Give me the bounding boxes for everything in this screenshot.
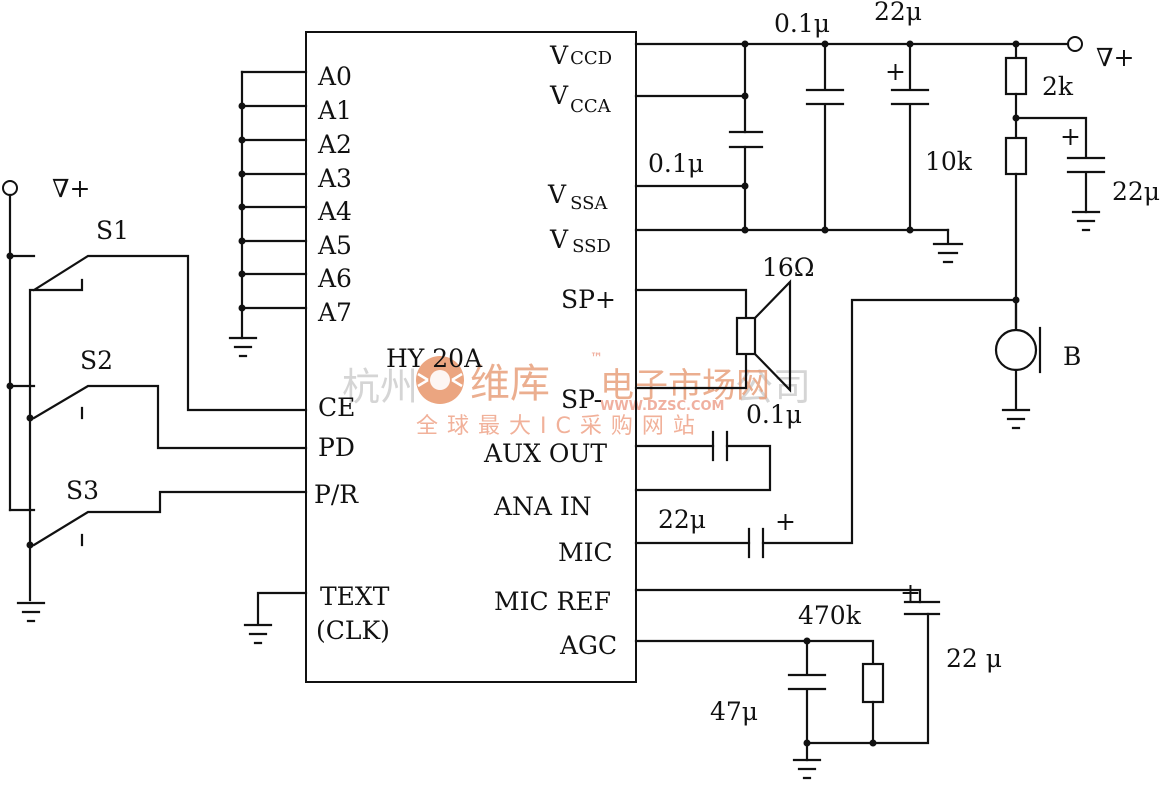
pin-pd: PD	[318, 433, 355, 462]
res-2k-label: 2k	[1042, 72, 1074, 101]
cap-top-0.1u-label: 0.1μ	[774, 9, 830, 38]
switch-group: ∇+ S1 S2 S3	[2, 174, 308, 623]
speaker-group: 16Ω	[634, 253, 815, 393]
cap-right-22u-plus: +	[1060, 122, 1081, 151]
watermark-url: WWW.DZSC.COM	[600, 399, 724, 414]
cap-ref-22u-plus: +	[900, 578, 921, 607]
pin-ana-in: ANA IN	[493, 492, 592, 521]
ground-icon	[932, 228, 964, 264]
power-network: ∇+ 0.1μ 0.1μ + 22μ 2k 10k	[634, 0, 1160, 332]
cap-mid-0.1u-label: 0.1μ	[648, 149, 704, 178]
watermark-cn-name: 电子市场网	[600, 366, 770, 406]
resistor-10k-icon	[1004, 136, 1028, 176]
pin-clk: (CLK)	[316, 616, 390, 645]
pin-pr: P/R	[314, 480, 359, 509]
ic-body	[305, 31, 637, 683]
capacitor-right-22u-icon	[1014, 116, 1106, 214]
cap-agc-47u-label: 47μ	[710, 697, 758, 726]
capacitor-top-22u-icon	[890, 42, 930, 230]
pin-mic-ref: MIC REF	[494, 587, 611, 616]
ground-icon	[1001, 368, 1031, 430]
mic-network: + 22μ B	[634, 296, 1081, 559]
switch-s3-icon	[8, 490, 308, 547]
speaker-16ohm-label: 16Ω	[762, 253, 815, 282]
resistor-2k-icon	[1004, 56, 1028, 96]
resistor-470k-icon	[861, 662, 885, 704]
pin-a5: A5	[317, 231, 352, 260]
vplus-left-label: ∇+	[52, 174, 90, 203]
switch-s2-icon	[8, 384, 308, 450]
watermark-brand: 维库	[470, 361, 550, 407]
pin-sp-plus: SP+	[561, 285, 616, 314]
pin-aux-out: AUX OUT	[483, 439, 607, 468]
capacitor-ref-22u-icon	[903, 600, 941, 616]
pin-text: TEXT	[320, 582, 390, 611]
pin-sp-minus: SP-	[561, 385, 602, 414]
capacitor-agc-47u-icon	[787, 639, 827, 762]
cap-mic-22u-label: 22μ	[658, 505, 706, 534]
watermark: 杭州 公司 维库 ™ 电子市场网 WWW.DZSC.COM 全球最大IC采购网站	[342, 351, 811, 439]
vplus-left-terminal-icon	[2, 180, 18, 196]
pin-mic: MIC	[558, 538, 613, 567]
vplus-right-terminal-icon	[1067, 36, 1083, 52]
pin-a1: A1	[317, 96, 352, 125]
cap-mic-22u-plus: +	[775, 507, 796, 536]
speaker-icon	[735, 316, 757, 356]
switch-s2-label: S2	[80, 346, 113, 375]
cap-top-22u-label: 22μ	[874, 0, 922, 26]
cap-right-22u-label: 22μ	[1112, 177, 1160, 206]
ic-left-pins: A0 A1 A2 A3 A4 A5 A6 A7 CE PD P/R TEXT (…	[314, 62, 390, 645]
pin-a4: A4	[317, 197, 352, 226]
capacitor-top-01u-icon	[805, 42, 845, 230]
cap-top-22u-plus: +	[885, 57, 906, 86]
aux-coupling: 0.1μ	[634, 400, 802, 492]
mic-b-label: B	[1063, 342, 1081, 371]
watermark-logo-icon	[416, 356, 464, 404]
pin-a0: A0	[317, 62, 352, 91]
pin-agc: AGC	[559, 631, 617, 660]
watermark-slogan: 全球最大IC采购网站	[416, 414, 704, 439]
agc-network: + 22 μ 470k 47μ	[634, 578, 1002, 780]
capacitor-01u-icon	[728, 130, 764, 149]
switch-s1-label: S1	[96, 216, 129, 245]
capacitor-aux-01u-icon	[711, 430, 729, 462]
ground-icon	[792, 758, 822, 780]
vplus-right-label: ∇+	[1096, 43, 1134, 72]
cap-ref-22u-label: 22 μ	[946, 644, 1002, 673]
text-pin-ground-icon	[243, 591, 308, 645]
pin-a3: A3	[317, 164, 352, 193]
watermark-city: 杭州	[342, 365, 418, 409]
ground-icon	[1071, 210, 1101, 232]
ground-icon	[16, 601, 46, 623]
res-470k-label: 470k	[798, 601, 862, 630]
pin-ce: CE	[318, 393, 355, 422]
ground-icon	[228, 336, 258, 358]
switch-s3-label: S3	[66, 476, 99, 505]
cap-aux-0.1u-label: 0.1μ	[746, 400, 802, 429]
microphone-icon	[994, 328, 1038, 372]
watermark-tm: ™	[590, 351, 603, 366]
pin-a2: A2	[317, 130, 352, 159]
pin-a7: A7	[317, 298, 352, 327]
res-10k-label: 10k	[925, 147, 973, 176]
pin-a6: A6	[317, 264, 352, 293]
ic-name: HY 20A	[386, 344, 483, 373]
capacitor-mic-22u-icon	[747, 527, 765, 559]
address-bus	[228, 70, 308, 358]
switch-s1-icon	[8, 254, 308, 602]
